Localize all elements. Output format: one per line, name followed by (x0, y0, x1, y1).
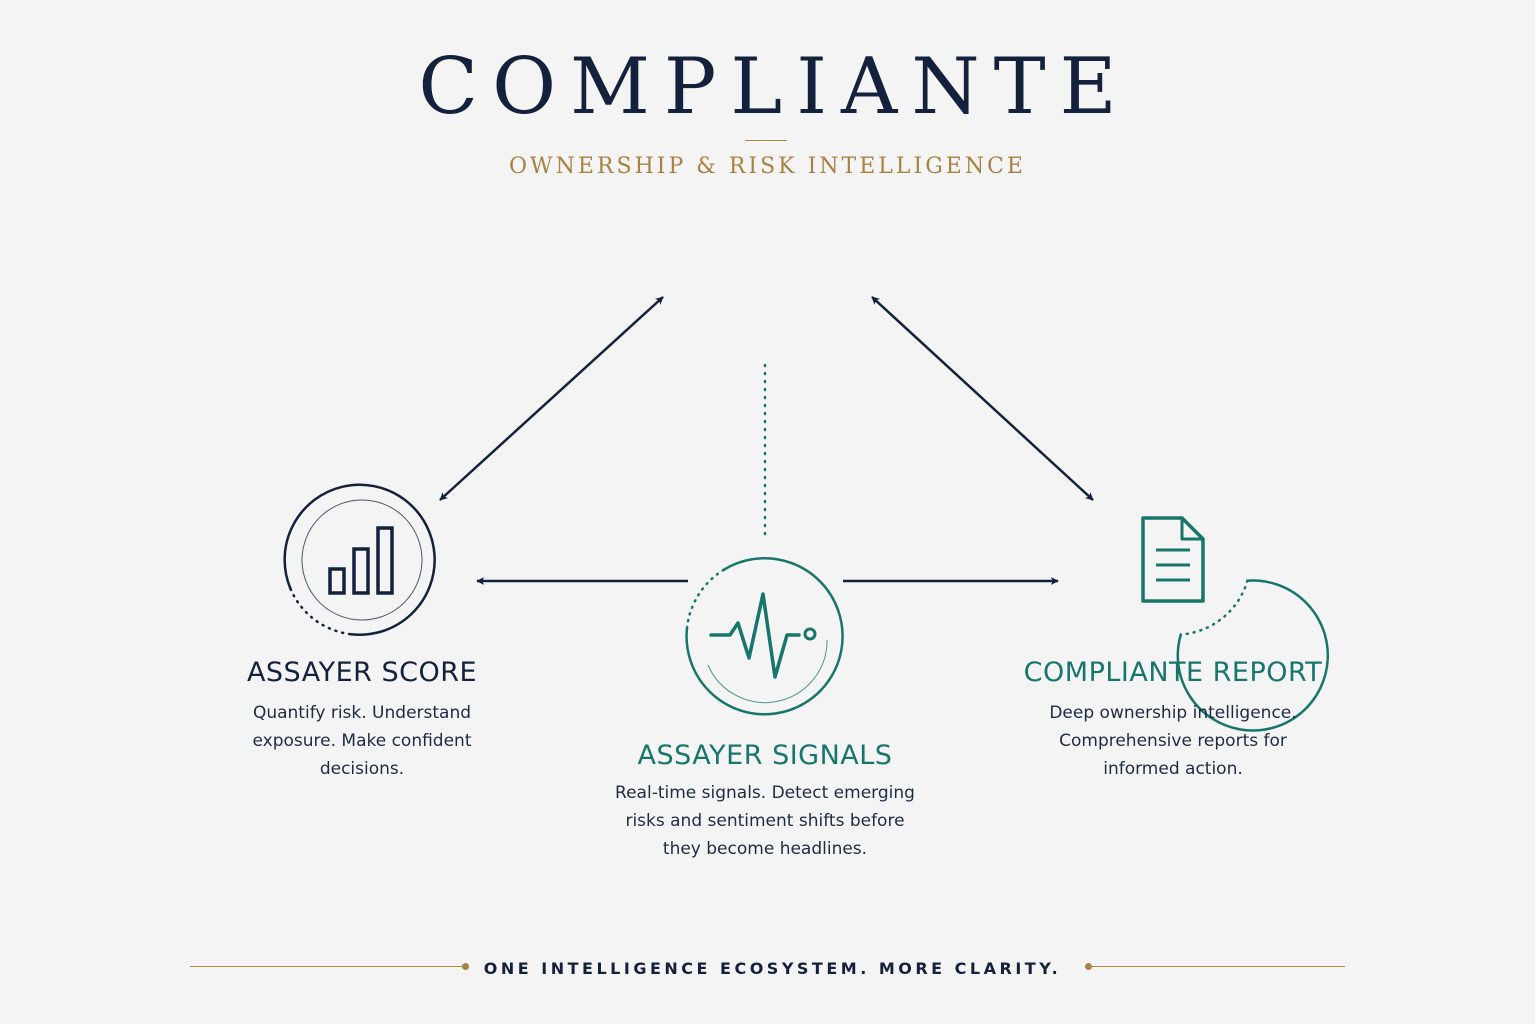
score-node (283, 483, 436, 636)
brand-tagline: OWNERSHIP & RISK INTELLIGENCE (509, 154, 1026, 179)
signals-description-line: risks and sentiment shifts before (625, 811, 905, 831)
report-description-line: informed action. (1103, 759, 1243, 779)
signals-description: Real-time signals. Detect emerging risks… (570, 779, 960, 863)
document-icon (1141, 516, 1205, 603)
footer-rule-right (1089, 966, 1345, 967)
report-node (1141, 516, 1330, 732)
footer-rule-left (190, 966, 466, 967)
score-description-line: decisions. (319, 759, 405, 779)
score-description: Quantify risk. Understand exposure. Make… (212, 699, 512, 783)
brand-title: COMPLIANTE (418, 42, 1131, 132)
signals-node (685, 557, 844, 716)
bar-chart-icon (328, 526, 394, 595)
report-title: COMPLIANTE REPORT (1023, 657, 1323, 688)
score-description-line: Quantify risk. Understand (252, 703, 472, 723)
signals-description-line: they become headlines. (662, 839, 868, 859)
signals-description-line: Real-time signals. Detect emerging (615, 783, 915, 803)
heartbeat-icon (709, 592, 817, 679)
footer-dot-right (1085, 963, 1092, 970)
score-title: ASSAYER SCORE (246, 657, 478, 688)
report-description: Deep ownership intelligence. Comprehensi… (1018, 699, 1328, 783)
report-description-line: Deep ownership intelligence. (1049, 703, 1297, 723)
score-description-line: exposure. Make confident (252, 731, 472, 751)
arrow-report-top (871, 296, 1094, 501)
footer-dot-left (462, 963, 469, 970)
signals-title: ASSAYER SIGNALS (637, 740, 893, 771)
footer-tagline: ONE INTELLIGENCE ECOSYSTEM. MORE CLARITY… (483, 959, 1062, 978)
arrow-score-top (439, 296, 664, 501)
report-description-line: Comprehensive reports for (1059, 731, 1287, 751)
title-divider (745, 140, 787, 141)
